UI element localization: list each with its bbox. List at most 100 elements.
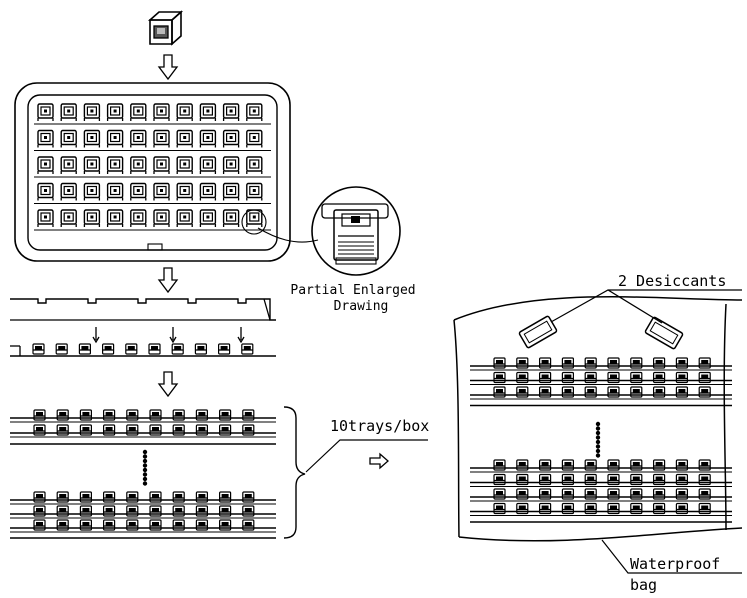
tray-cell	[246, 156, 263, 175]
tray-cell	[176, 129, 193, 149]
tray-cell	[83, 182, 101, 202]
tray-cell	[222, 156, 240, 175]
partial-enlarged-label: Partial Enlarged	[290, 283, 415, 298]
continuation-dot	[142, 467, 148, 473]
desiccant-leader-line	[550, 289, 742, 324]
continuation-dot	[142, 449, 148, 455]
tray-cell	[83, 209, 101, 228]
tray-cell	[37, 156, 54, 175]
rj45-connector-icon	[147, 10, 184, 46]
tray-cell	[83, 156, 101, 175]
continuation-dot	[595, 426, 601, 431]
tray-cell	[222, 129, 240, 149]
tray-top-view	[14, 82, 291, 262]
tray-cell	[222, 209, 240, 228]
tray-cell	[37, 182, 54, 202]
tray-cell	[153, 156, 170, 175]
bag-label: bag	[630, 576, 657, 594]
continuation-dot	[595, 421, 601, 427]
tray-strip-side-view	[10, 343, 276, 357]
tray-cell	[176, 156, 193, 175]
continuation-dot	[142, 472, 148, 477]
strip-connector	[78, 343, 92, 355]
tray-cell	[130, 129, 147, 149]
tray-cell	[246, 129, 263, 149]
tray-cell	[246, 209, 263, 228]
tray-cell	[60, 209, 77, 228]
continuation-dot	[595, 448, 601, 454]
tray-cell	[106, 156, 124, 175]
tray-cell	[222, 182, 240, 202]
tray-cell	[153, 209, 170, 228]
strip-connector	[194, 343, 208, 355]
tray-cell	[153, 129, 170, 149]
tray-cover-side-view	[10, 298, 276, 344]
continuation-dot	[142, 463, 148, 468]
down-arrow-icon	[157, 54, 179, 81]
tray-cell	[130, 209, 147, 228]
tray-cell	[199, 103, 217, 122]
tray-cell	[176, 182, 193, 202]
tray-cell	[199, 129, 217, 149]
tray-cell	[130, 156, 147, 175]
continuation-dot	[595, 439, 601, 445]
tray-cell	[37, 209, 54, 228]
strip-connector	[32, 343, 45, 355]
tray-cell	[106, 209, 124, 228]
tray-cell	[60, 129, 77, 149]
tray-cell	[60, 103, 77, 122]
tray-cell	[60, 182, 77, 202]
tray-cell	[130, 182, 147, 202]
tray-cell	[106, 129, 124, 149]
tray-cell	[106, 103, 124, 122]
continuation-dot	[595, 444, 601, 449]
strip-connector	[241, 343, 254, 355]
tray-cell	[83, 103, 101, 122]
continuation-dot	[595, 430, 601, 436]
tray-cell	[176, 209, 193, 228]
continuation-dot	[595, 435, 601, 440]
tray-cell	[199, 209, 217, 228]
strip-connector	[101, 343, 115, 355]
continuation-dot	[142, 481, 148, 486]
stacked-trays-side-view	[10, 409, 276, 539]
trays-brace	[283, 406, 306, 539]
continuation-dot	[595, 453, 601, 458]
trays-per-box-label: 10trays/box	[330, 417, 429, 435]
tray-cell	[37, 129, 54, 149]
tray-cell	[222, 103, 240, 122]
tray-cell	[130, 103, 147, 122]
strip-connector	[217, 343, 231, 355]
strip-connector	[55, 343, 68, 355]
drawing-label: Drawing	[334, 299, 389, 314]
continuation-dot	[142, 454, 148, 459]
tray-cell	[246, 182, 263, 202]
strip-connector	[171, 343, 184, 355]
tray-cell	[60, 156, 77, 175]
trays-leader-line	[305, 439, 428, 473]
desiccant-pack	[518, 315, 558, 349]
continuation-dot	[142, 476, 148, 482]
tray-cell	[106, 182, 124, 202]
tray-cell	[153, 182, 170, 202]
tray-cell	[83, 129, 101, 149]
continuation-dot	[142, 458, 148, 464]
down-arrow-icon	[157, 267, 179, 294]
strip-connector	[148, 343, 161, 355]
tray-cell	[176, 103, 193, 122]
desiccants-label: 2 Desiccants	[618, 272, 726, 290]
waterproof-bag	[453, 296, 743, 542]
strip-connector	[125, 343, 138, 355]
down-arrow-icon	[157, 371, 179, 398]
tray-cell	[199, 182, 217, 202]
tray-cell-grid	[34, 103, 271, 231]
waterproof-label: Waterproof	[630, 555, 720, 573]
partial-enlarged-view	[241, 186, 401, 276]
desiccant-pack	[644, 316, 684, 350]
tray-cell	[246, 103, 263, 122]
tray-cell	[37, 103, 54, 122]
waterproof-leader-line	[601, 539, 742, 574]
right-arrow-icon	[369, 452, 389, 470]
tray-cell	[153, 103, 170, 122]
